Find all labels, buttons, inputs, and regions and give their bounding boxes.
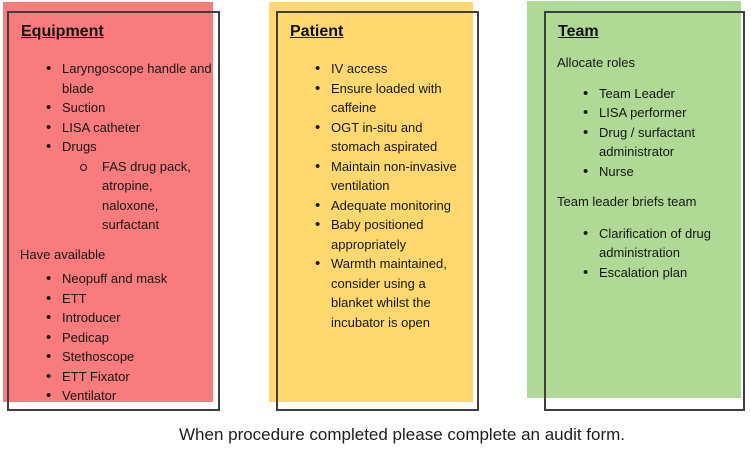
equipment-drugs-sub-list: FAS drug pack, atropine, naloxone, surfa…	[21, 157, 214, 235]
checklist-item: Ensure loaded with caffeine	[290, 79, 473, 118]
equipment-heading-have-available: Have available	[20, 246, 106, 262]
checklist-item: LISA catheter	[21, 118, 214, 138]
checklist-item: LISA performer	[558, 103, 739, 123]
checklist-item: Warmth maintained, consider using a blan…	[290, 254, 473, 332]
team-brief-list: Clarification of drug administrationEsca…	[558, 224, 739, 283]
checklist-item: Drugs	[21, 137, 214, 157]
team-panel-background	[527, 1, 741, 398]
checklist-item: Baby positioned appropriately	[290, 215, 473, 254]
checklist-item: Drug / surfactant administrator	[558, 123, 739, 162]
checklist-item: OGT in-situ and stomach aspirated	[290, 118, 473, 157]
equipment-primary-list: Laryngoscope handle and bladeSuctionLISA…	[21, 59, 214, 157]
equipment-secondary-list: Neopuff and maskETTIntroducerPedicapStet…	[21, 269, 214, 406]
checklist-item: Maintain non-invasive ventilation	[290, 157, 473, 196]
checklist-item: Pedicap	[21, 328, 214, 348]
checklist-item: Adequate monitoring	[290, 196, 473, 216]
checklist-item: ETT Fixator	[21, 367, 214, 387]
team-roles-list: Team LeaderLISA performerDrug / surfacta…	[558, 84, 739, 182]
checklist-item: Clarification of drug administration	[558, 224, 739, 263]
checklist-item: IV access	[290, 59, 473, 79]
checklist-item: Nurse	[558, 162, 739, 182]
checklist-item: Escalation plan	[558, 263, 739, 283]
team-panel: Team Allocate roles Team LeaderLISA perf…	[544, 11, 745, 411]
checklist-item: Suction	[21, 98, 214, 118]
team-heading-briefs-team: Team leader briefs team	[557, 194, 697, 209]
patient-panel: Patient IV accessEnsure loaded with caff…	[276, 11, 479, 411]
checklist-item: Team Leader	[558, 84, 739, 104]
team-heading-allocate-roles: Allocate roles	[557, 55, 636, 70]
panel-title-patient: Patient	[290, 23, 344, 40]
checklist-item: ETT	[21, 289, 214, 309]
audit-form-caption: When procedure completed please complete…	[178, 425, 626, 444]
checklist-item: Introducer	[21, 308, 214, 328]
patient-list: IV accessEnsure loaded with caffeineOGT …	[290, 59, 473, 332]
checklist-item: Stethoscope	[21, 347, 214, 367]
panel-title-team: Team	[558, 23, 599, 40]
panel-title-equipment: Equipment	[21, 23, 104, 40]
checklist-item: Ventilator	[21, 386, 214, 406]
checklist-subitem: FAS drug pack, atropine, naloxone, surfa…	[21, 157, 214, 235]
checklist-item: Neopuff and mask	[21, 269, 214, 289]
checklist-item: Laryngoscope handle and blade	[21, 59, 214, 98]
equipment-panel: Equipment Laryngoscope handle and bladeS…	[7, 11, 220, 411]
